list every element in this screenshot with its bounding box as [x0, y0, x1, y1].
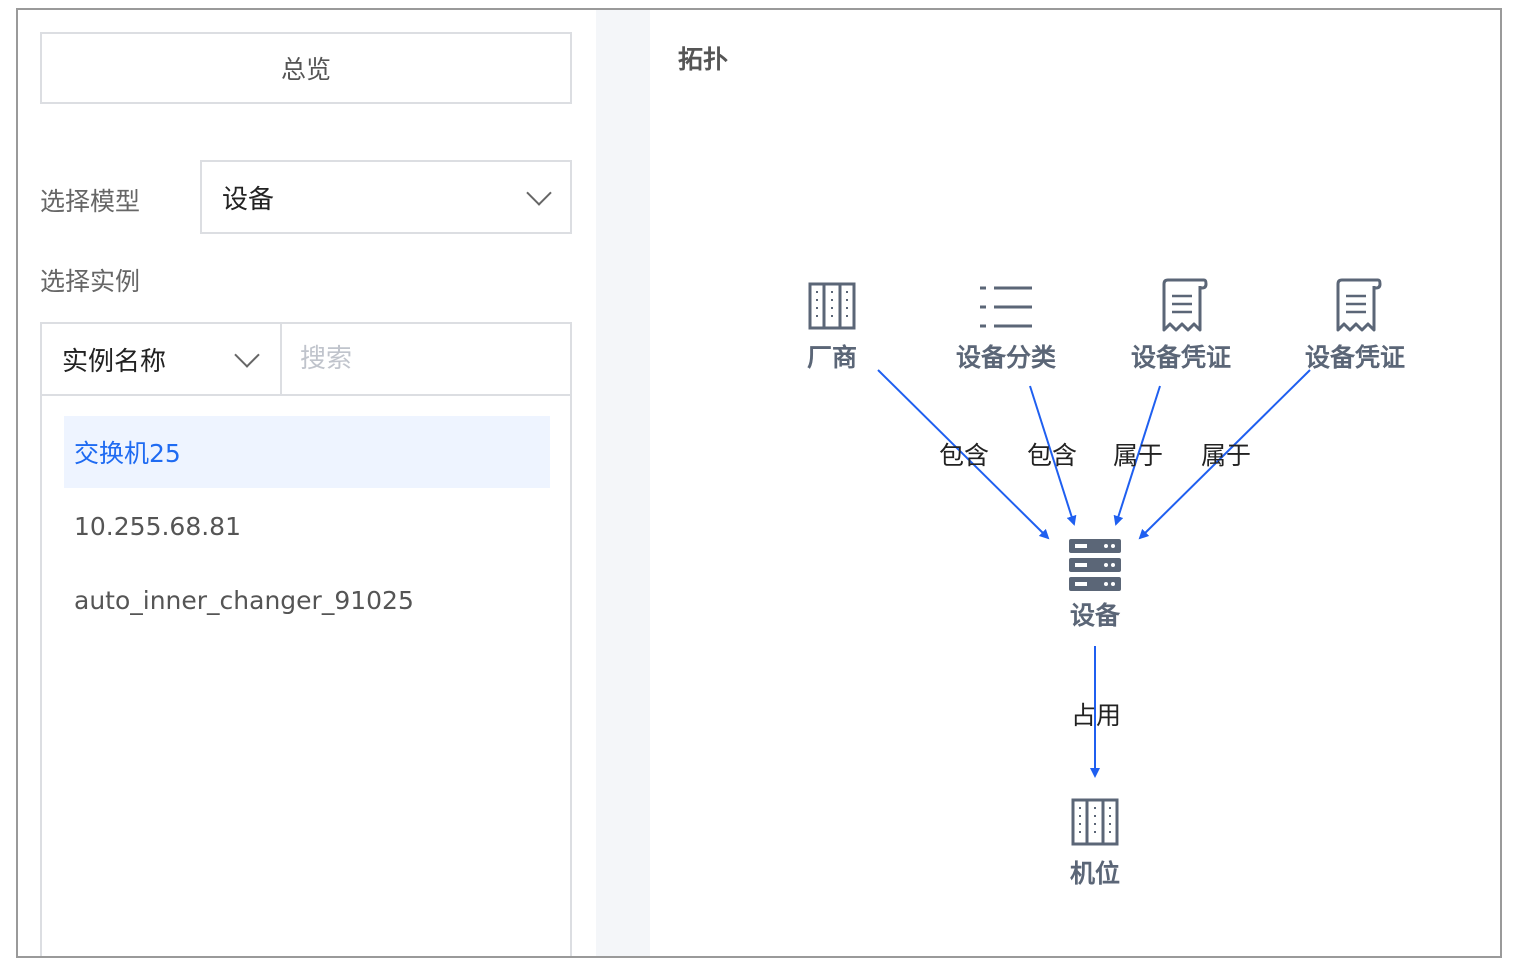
edge-credential1-device[interactable] — [1113, 385, 1161, 526]
chevron-down-icon — [526, 180, 552, 206]
node-label-vendor[interactable]: 厂商 — [806, 343, 858, 372]
edge-label-category-device: 包含 — [1026, 441, 1078, 470]
filter-field-select[interactable]: 实例名称 — [42, 324, 282, 394]
building-icon[interactable] — [808, 282, 856, 330]
search-input[interactable] — [284, 324, 568, 394]
instance-item[interactable]: 10.255.68.81 — [74, 511, 241, 541]
node-label-rack[interactable]: 机位 — [1069, 859, 1121, 888]
edge-label-credential2-device: 属于 — [1200, 441, 1252, 470]
instance-filter-row: 实例名称 — [42, 324, 570, 396]
app-window: 总览 选择模型 设备 选择实例 实例名称 交换机25 10.255.68.81 … — [16, 8, 1502, 958]
model-select-value: 设备 — [222, 184, 275, 215]
node-label-device[interactable]: 设备 — [1069, 601, 1121, 630]
edge-label-credential1-device: 属于 — [1112, 441, 1164, 470]
chevron-down-icon — [234, 342, 260, 368]
receipt-icon[interactable] — [1156, 278, 1208, 334]
edge-label-device-rack: 占用 — [1070, 701, 1122, 730]
panel-divider — [596, 10, 650, 956]
edge-label-vendor-device: 包含 — [938, 441, 990, 470]
instance-list: 交换机25 10.255.68.81 auto_inner_changer_91… — [64, 416, 550, 638]
edge-vendor-device[interactable] — [877, 369, 1050, 540]
list-icon[interactable] — [978, 284, 1034, 330]
edge-credential2-device[interactable] — [1138, 369, 1311, 540]
filter-field-value: 实例名称 — [62, 346, 167, 377]
node-label-category[interactable]: 设备分类 — [955, 343, 1057, 372]
instance-label: 选择实例 — [40, 267, 141, 296]
model-select[interactable]: 设备 — [200, 160, 572, 234]
building-icon[interactable] — [1071, 798, 1119, 846]
topology-title: 拓扑 — [678, 45, 729, 74]
instance-item[interactable]: auto_inner_changer_91025 — [74, 585, 414, 615]
instance-item[interactable]: 交换机25 — [64, 416, 550, 488]
node-label-credential-1[interactable]: 设备凭证 — [1130, 343, 1232, 372]
overview-button[interactable]: 总览 — [40, 32, 572, 104]
model-label: 选择模型 — [40, 187, 141, 216]
receipt-icon[interactable] — [1330, 278, 1382, 334]
left-panel: 总览 选择模型 设备 选择实例 实例名称 交换机25 10.255.68.81 … — [18, 10, 596, 956]
instance-panel: 实例名称 交换机25 10.255.68.81 auto_inner_chang… — [40, 322, 572, 956]
topology-edges — [877, 369, 1311, 778]
server-icon[interactable] — [1068, 538, 1122, 592]
topology-panel: 拓扑 厂商 — [650, 10, 1500, 956]
node-label-credential-2[interactable]: 设备凭证 — [1304, 343, 1406, 372]
edge-category-device[interactable] — [1029, 385, 1077, 526]
